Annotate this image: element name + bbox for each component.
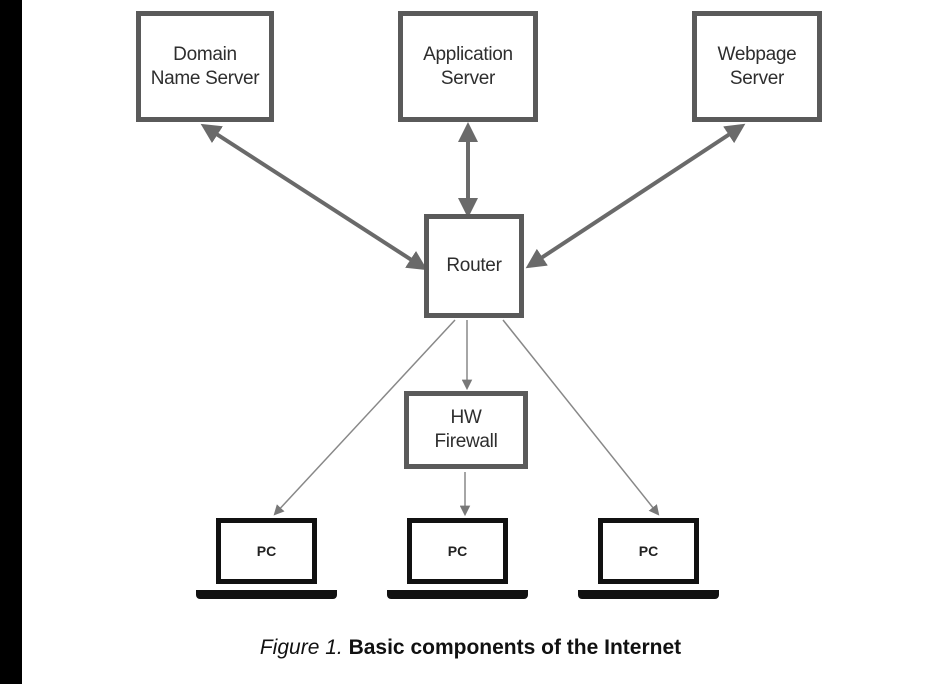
link-router-pc1 (273, 319, 456, 516)
pc-laptop-base (387, 590, 528, 599)
pc-laptop-3: PC (578, 518, 719, 604)
router-node: Router (424, 214, 524, 318)
figure-number: Figure 1. (259, 636, 343, 659)
pc-laptop-2: PC (387, 518, 528, 604)
pc-laptop-base (196, 590, 337, 599)
dns-server-node: Domain Name Server (136, 11, 274, 122)
pc-laptop-1: PC (196, 518, 337, 604)
pc-laptop-screen: PC (598, 518, 699, 584)
figure-caption: Figure 1. Basic components of the Intern… (0, 636, 941, 660)
application-server-node: Application Server (398, 11, 538, 122)
link-dns-router (200, 123, 428, 271)
link-router-pc3 (502, 319, 660, 516)
pc-laptop-screen: PC (407, 518, 508, 584)
link-web-router (525, 123, 746, 269)
webpage-server-node: Webpage Server (692, 11, 822, 122)
pc-laptop-base (578, 590, 719, 599)
figure-title: Basic components of the Internet (348, 636, 682, 659)
hw-firewall-node: HW Firewall (404, 391, 528, 469)
pc-laptop-screen: PC (216, 518, 317, 584)
